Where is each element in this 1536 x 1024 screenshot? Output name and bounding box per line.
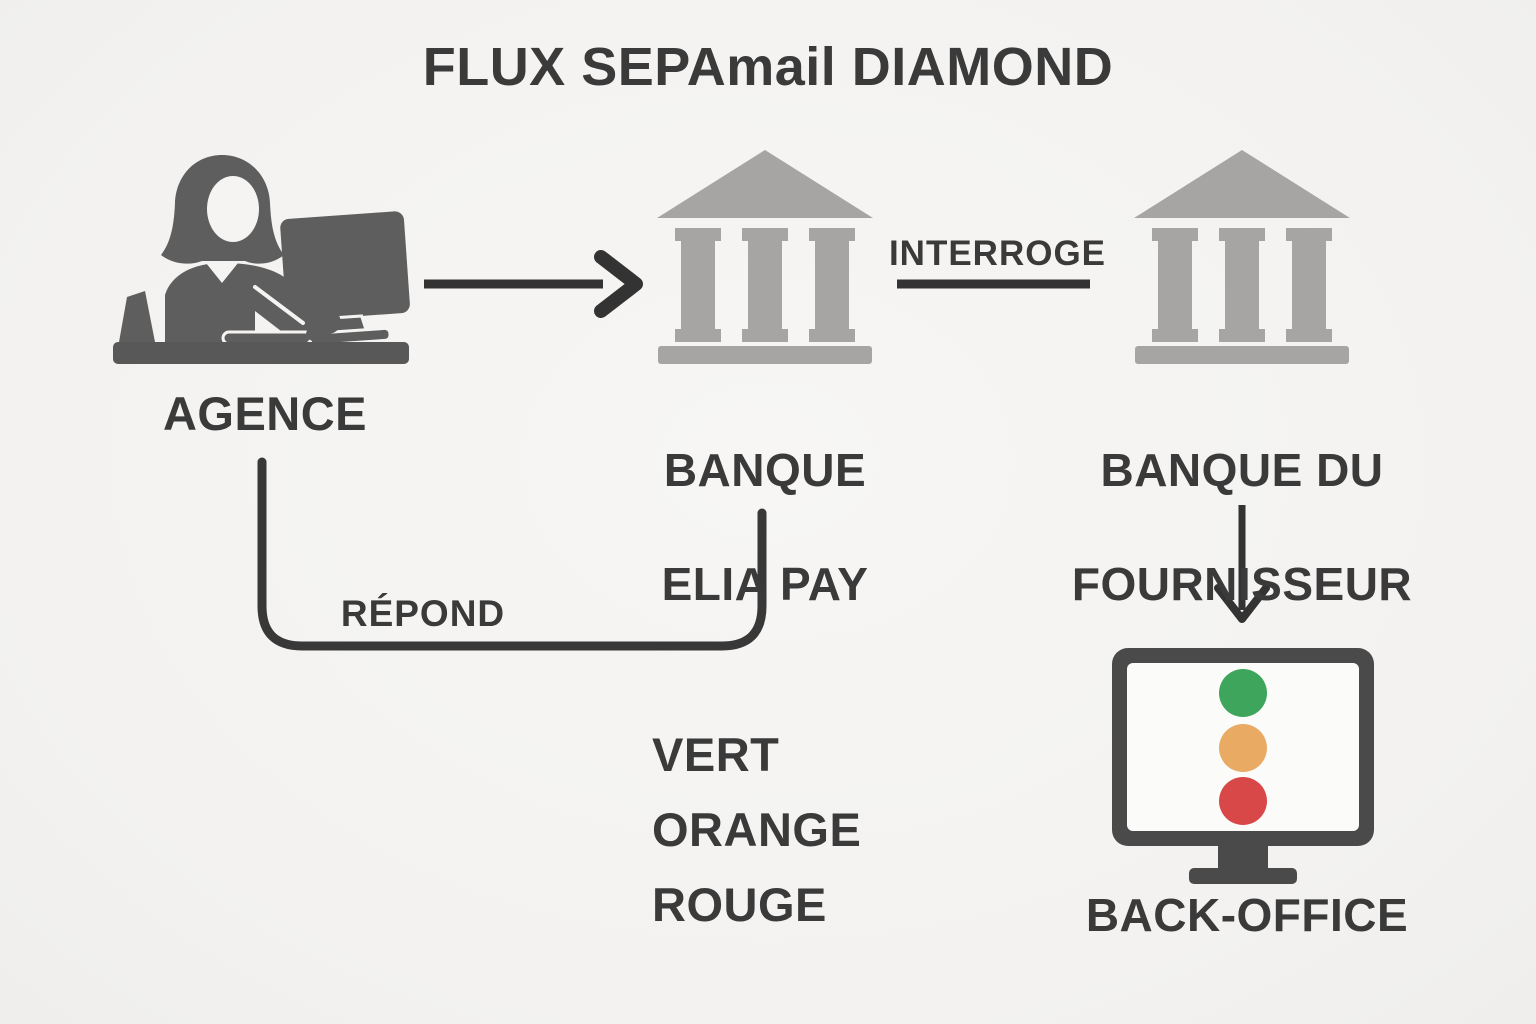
status-rouge: ROUGE (652, 878, 827, 931)
status-legend: VERT ORANGE ROUGE (652, 731, 861, 956)
banque-fournisseur-label: BANQUE DU FOURNISSEUR (1067, 385, 1417, 670)
repond-label: RÉPOND (340, 593, 506, 634)
red-light (1219, 777, 1267, 825)
agence-label: AGENCE (162, 387, 368, 440)
repond-path (257, 457, 767, 651)
diagram-title: FLUX SEPAmail DIAMOND (422, 37, 1114, 97)
banque-elia-pay-label-line1: BANQUE (663, 444, 867, 497)
interroge-label: INTERROGE (888, 234, 1107, 273)
back-office-label: BACK-OFFICE (1085, 889, 1409, 941)
status-orange: ORANGE (652, 803, 862, 856)
bank-icon (657, 150, 873, 364)
bank-icon (1134, 150, 1350, 364)
orange-light (1219, 724, 1267, 772)
arrow-right-icon (424, 250, 643, 318)
banque-fournisseur-label-line2: FOURNISSEUR (1071, 558, 1413, 611)
arrow-down-icon (1214, 505, 1270, 623)
green-light (1219, 669, 1267, 717)
monitor-traffic-light-icon (1112, 648, 1374, 884)
agent-at-desk-icon (113, 155, 410, 364)
banque-elia-pay-label-line2: ELIA PAY (661, 558, 869, 611)
banque-fournisseur-label-line1: BANQUE DU (1100, 444, 1384, 497)
banque-elia-pay-label: BANQUE ELIA PAY (590, 385, 940, 670)
status-vert: VERT (652, 728, 780, 781)
